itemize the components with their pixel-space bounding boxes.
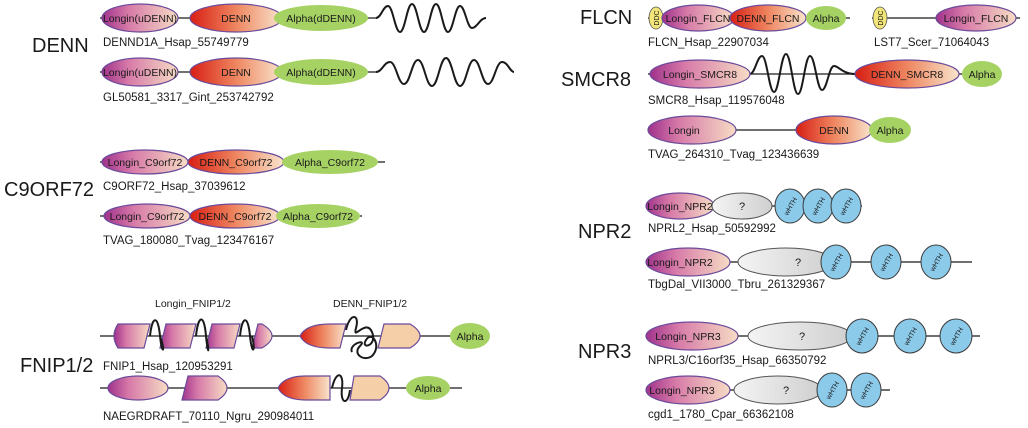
protein-name: cgd1_1780_Cpar_66362108 bbox=[648, 409, 794, 421]
protein-dennd1a: Longin(uDENN) DENN Alpha(dDENN) DENND1A_… bbox=[100, 2, 487, 49]
section-label-fnip: FNIP1/2 bbox=[20, 355, 93, 377]
protein-fnip1: Alpha FNIP1_Hsap_120953291 bbox=[100, 316, 490, 373]
domain-label-alpha: Alpha bbox=[969, 69, 996, 81]
section-label-c9orf72: C9ORF72 bbox=[4, 179, 94, 201]
protein-name: FNIP1_Hsap_120953291 bbox=[103, 361, 233, 373]
protein-naegr: Alpha NAEGRDRAFT_70110_Ngru_290984011 bbox=[100, 374, 462, 423]
domain-label-longin: Longin_FLCN bbox=[944, 13, 1009, 25]
protein-name: NPRL2_Hsap_50592992 bbox=[648, 223, 776, 235]
whth-domain: wHTH bbox=[830, 188, 862, 224]
protein-name: NAEGRDRAFT_70110_Ngru_290984011 bbox=[103, 411, 314, 423]
whth-domain: wHTH bbox=[820, 244, 852, 280]
whth-domain: wHTH bbox=[850, 372, 882, 408]
domain-label-denn: DENN_SMCR8 bbox=[871, 69, 944, 81]
domain-label-longin: Longin_SMCR8 bbox=[663, 69, 737, 81]
section-label-npr3: NPR3 bbox=[578, 341, 631, 363]
domain-label-alpha: Alpha_C9orf72 bbox=[295, 157, 365, 169]
whth-domain: wHTH bbox=[920, 244, 952, 280]
whth-domain: wHTH bbox=[845, 318, 879, 354]
protein-c9orf72-hsap: Longin_C9orf72 DENN_C9orf72 Alpha_C9orf7… bbox=[100, 149, 385, 193]
protein-name: GL50581_3317_Gint_253742792 bbox=[103, 92, 274, 104]
domain-label-longin: Longin_NPR2 bbox=[647, 201, 713, 213]
section-label-flcn: FLCN bbox=[580, 7, 632, 29]
protein-name: FLCN_Hsap_22907034 bbox=[648, 37, 769, 49]
protein-name: TbgDal_VII3000_Tbru_261329367 bbox=[648, 279, 825, 291]
protein-name: DENND1A_Hsap_55749779 bbox=[103, 37, 249, 49]
domain-label-alpha: Alpha bbox=[813, 13, 840, 25]
domain-label-alpha: Alpha(dDENN) bbox=[286, 67, 355, 79]
domain-label-unknown: ? bbox=[783, 385, 789, 397]
protein-name: LST7_Scer_71064043 bbox=[874, 37, 989, 49]
domain-label-longin: Longin_FLCN bbox=[666, 13, 731, 25]
protein-name: TVAG_264310_Tvag_123436639 bbox=[648, 149, 819, 161]
domain-label-denn: DENN_C9orf72 bbox=[199, 211, 272, 223]
protein-cgd1: Longin_NPR3 ? wHTH wHTH cgd1_1780_Cpar_6… bbox=[645, 372, 890, 421]
protein-smcr8-hsap: Longin_SMCR8 DENN_SMCR8 Alpha SMCR8_Hsap… bbox=[648, 52, 1002, 107]
domain-label-alpha: Alpha bbox=[457, 331, 484, 343]
domain-label-alpha: Alpha(dDENN) bbox=[286, 13, 355, 25]
domain-label-alpha: Alpha_C9orf72 bbox=[283, 211, 353, 223]
domain-label-ddc: DDC bbox=[878, 10, 885, 25]
domain-label-ddc: DDC bbox=[654, 10, 661, 25]
whth-domain: wHTH bbox=[816, 372, 848, 408]
domain-label-denn: DENN bbox=[221, 13, 251, 25]
section-label-npr2: NPR2 bbox=[578, 221, 631, 243]
domain-label-unknown: ? bbox=[795, 257, 801, 269]
whth-domain: wHTH bbox=[802, 188, 834, 224]
domain-label-longin: Longin(uDENN) bbox=[103, 13, 177, 25]
protein-name: TVAG_180080_Tvag_123476167 bbox=[103, 235, 274, 247]
protein-name: SMCR8_Hsap_119576048 bbox=[648, 95, 785, 107]
domain-label-longin: Longin_C9orf72 bbox=[108, 157, 183, 169]
annotation-longin-fnip: Longin_FNIP1/2 bbox=[155, 298, 231, 310]
whth-domain: wHTH bbox=[870, 244, 902, 280]
whth-domain: wHTH bbox=[774, 188, 806, 224]
whth-domain: wHTH bbox=[939, 318, 973, 354]
domain-label-denn: DENN_C9orf72 bbox=[200, 157, 273, 169]
domain-label-alpha: Alpha bbox=[415, 383, 442, 395]
domain-label-longin: Longin_NPR2 bbox=[647, 257, 713, 269]
protein-name: NPRL3/C16orf35_Hsap_66350792 bbox=[648, 355, 826, 367]
domain-label-denn: DENN bbox=[819, 125, 849, 137]
protein-lst7: DDC Longin_FLCN LST7_Scer_71064043 bbox=[872, 4, 1020, 49]
section-label-denn: DENN bbox=[32, 35, 89, 57]
protein-nprl2: Longin_NPR2 ? wHTH wHTH wHTH NPRL2_Hsap_… bbox=[645, 188, 862, 235]
protein-name: C9ORF72_Hsap_37039612 bbox=[103, 181, 246, 193]
domain-label-longin: Longin_NPR3 bbox=[655, 331, 721, 343]
annotation-denn-fnip: DENN_FNIP1/2 bbox=[333, 298, 407, 310]
section-label-smcr8: SMCR8 bbox=[561, 69, 631, 91]
protein-nprl3: Longin_NPR3 ? wHTH wHTH wHTH NPRL3/C16or… bbox=[645, 318, 980, 367]
domain-label-alpha: Alpha bbox=[877, 125, 904, 137]
protein-tbgdal: Longin_NPR2 ? wHTH wHTH wHTH TbgDal_VII3… bbox=[645, 244, 972, 291]
domain-label-unknown: ? bbox=[739, 201, 745, 213]
protein-flcn-hsap: DDC Longin_FLCN DENN_FLCN Alpha FLCN_Hsa… bbox=[648, 4, 850, 49]
protein-tvag-264310: Longin DENN Alpha TVAG_264310_Tvag_12343… bbox=[647, 115, 911, 161]
protein-tvag-180080: Longin_C9orf72 DENN_C9orf72 Alpha_C9orf7… bbox=[100, 203, 362, 247]
whth-domain: wHTH bbox=[893, 318, 927, 354]
domain-label-longin: Longin(uDENN) bbox=[103, 67, 177, 79]
domain-label-unknown: ? bbox=[799, 331, 805, 343]
domain-label-longin: Longin_NPR3 bbox=[649, 385, 715, 397]
domain-label-denn: DENN bbox=[221, 67, 251, 79]
domain-label-longin: Longin bbox=[668, 125, 700, 137]
domain-label-denn: DENN_FLCN bbox=[736, 13, 799, 25]
protein-gl50581: Longin(uDENN) DENN Alpha(dDENN) GL50581_… bbox=[100, 56, 515, 104]
domain-label-longin: Longin_C9orf72 bbox=[110, 211, 185, 223]
